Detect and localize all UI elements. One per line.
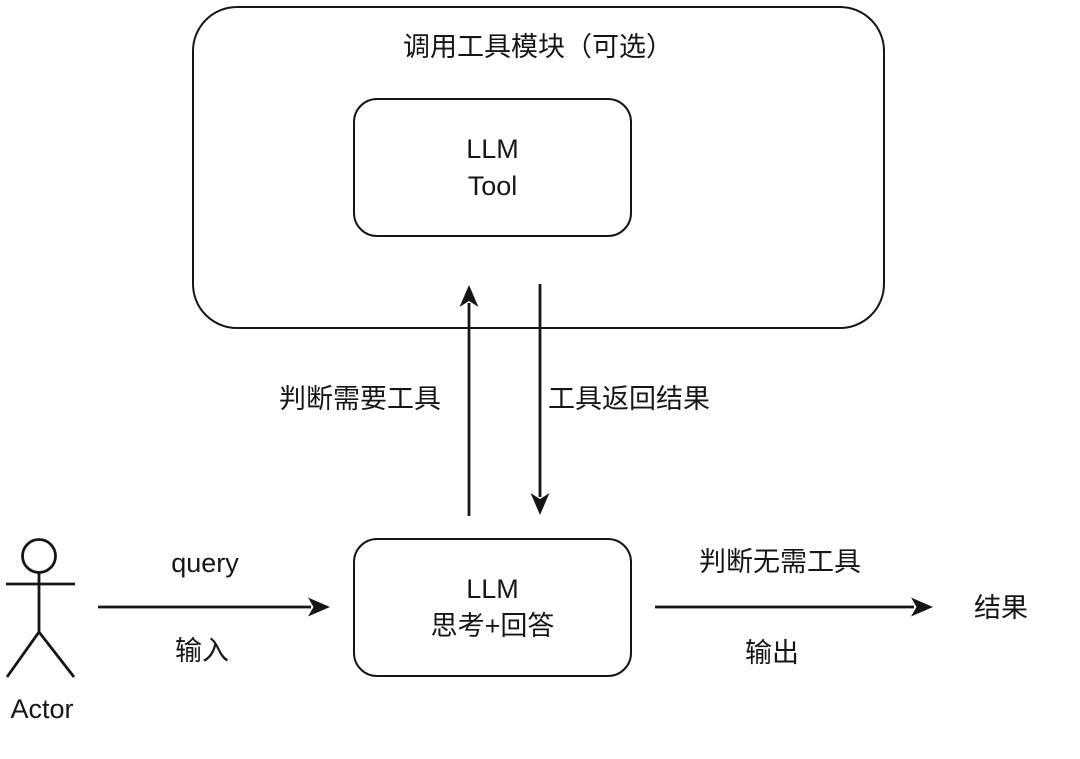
input-label: 输入 [175,636,229,666]
llm-tool-box-line2: Tool [467,170,518,201]
output-label: 输出 [745,638,799,668]
llm-tool-box-line1: LLM [466,133,519,164]
result-label: 结果 [974,593,1028,623]
tool-result-label: 工具返回结果 [548,384,710,414]
tool-module-title: 调用工具模块（可选） [403,32,673,62]
tool-module-box [192,6,885,329]
llm-tool-box: LLM Tool [353,98,632,237]
no-tool-label: 判断无需工具 [699,547,861,577]
output-arrow [655,597,933,617]
need-tool-label: 判断需要工具 [279,384,441,414]
llm-box-line2: 思考+回答 [430,610,555,641]
actor-icon [5,538,76,678]
query-arrow [98,597,330,617]
llm-box: LLM 思考+回答 [353,538,632,677]
need-tool-arrow [459,285,479,516]
llm-box-line1: LLM [466,573,519,604]
actor-label: Actor [10,694,74,724]
tool-result-arrow [530,284,550,515]
query-label: query [171,548,239,578]
